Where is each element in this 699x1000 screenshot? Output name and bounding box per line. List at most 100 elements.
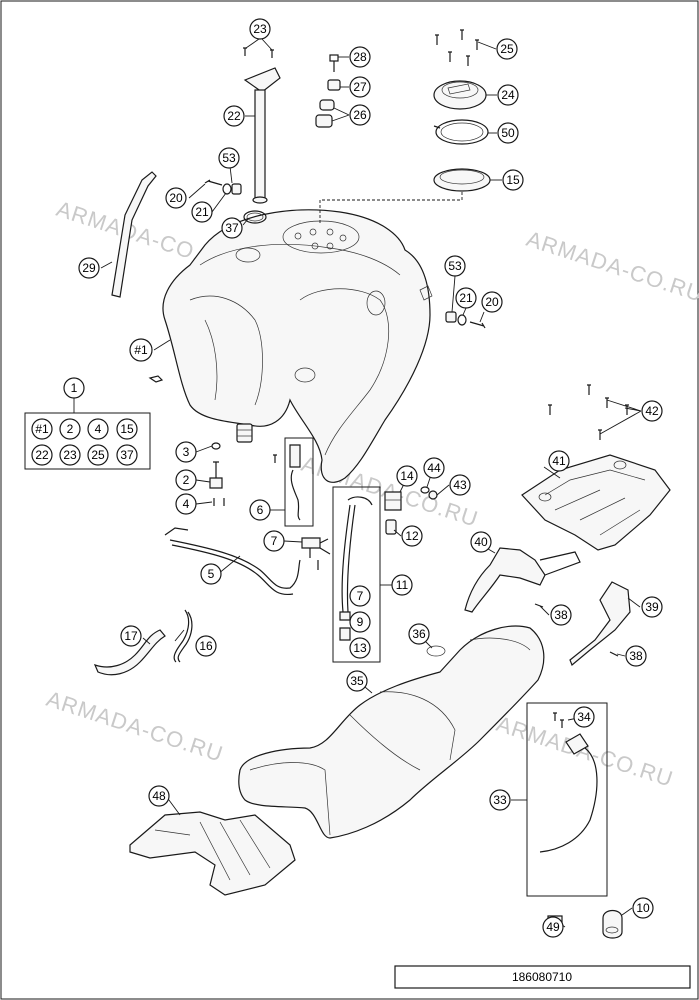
small-bolt — [273, 454, 277, 463]
callout-24-label: 24 — [501, 88, 515, 102]
kit-item: 25 — [87, 444, 109, 466]
o-ring-37 — [243, 210, 267, 224]
callout-2-label: 2 — [183, 473, 190, 487]
callout-42: 42 — [641, 400, 663, 422]
callout-43-label: 43 — [453, 478, 467, 492]
callout-4-label: 4 — [183, 497, 190, 511]
screw-38-a — [534, 603, 544, 608]
handle-40 — [464, 547, 581, 613]
drawing-number-box: 186080710 — [394, 965, 691, 989]
callout-21-right-label: 21 — [459, 291, 473, 305]
callout-21-left: 21 — [191, 201, 213, 223]
kit-item: 2 — [59, 418, 81, 440]
callout-49-label: 49 — [546, 920, 560, 934]
callout-27-label: 27 — [353, 80, 367, 94]
callout-27: 27 — [349, 76, 371, 98]
callout-4: 4 — [175, 493, 197, 515]
callout-36: 36 — [408, 623, 430, 645]
callout-22: 22 — [223, 105, 245, 127]
callout-15: 15 — [502, 169, 524, 191]
screw-28 — [329, 54, 339, 72]
callout-10-label: 10 — [636, 901, 650, 915]
luggage-carrier — [521, 454, 671, 551]
watermark-2: ARMADA-CO.RU — [523, 226, 699, 307]
hose-17 — [93, 629, 166, 676]
callout-3: 3 — [175, 441, 197, 463]
callout-34-label: 34 — [577, 710, 591, 724]
kit-item: 23 — [59, 444, 81, 466]
kit-item-label: 4 — [95, 422, 102, 436]
callout-7-b-label: 7 — [357, 589, 364, 603]
kit-item-label: #1 — [35, 422, 49, 436]
filler-neck — [243, 67, 281, 204]
callout-21-left-label: 21 — [195, 205, 209, 219]
seat-pad-48 — [129, 811, 296, 896]
callout-10: 10 — [632, 897, 654, 919]
seat-lock-cable — [539, 712, 598, 853]
callout-33-label: 33 — [493, 793, 507, 807]
rubber-26 — [315, 99, 335, 128]
callout-40-label: 40 — [474, 535, 488, 549]
callout-16-label: 16 — [199, 639, 213, 653]
washer-44 — [420, 486, 430, 494]
callout-20-left: 20 — [165, 187, 187, 209]
callout-28: 28 — [349, 46, 371, 68]
hose-11 — [339, 496, 373, 641]
hose-16 — [173, 609, 193, 663]
callout-11-label: 11 — [396, 578, 409, 592]
callout-39: 39 — [641, 596, 663, 618]
callout-39-label: 39 — [645, 600, 659, 614]
callout-50: 50 — [497, 122, 519, 144]
callout-tank: #1 — [129, 338, 153, 362]
hose-6 — [289, 444, 301, 521]
callout-43: 43 — [449, 474, 471, 496]
kit-item: #1 — [31, 418, 53, 440]
drawing-number: 186080710 — [512, 970, 572, 984]
oring-3 — [211, 442, 221, 450]
seat — [238, 625, 545, 839]
kit-table-bubbles: #1 2 4 15 22 23 25 37 — [31, 418, 138, 466]
callout-3-label: 3 — [183, 445, 190, 459]
callout-5-label: 5 — [208, 567, 215, 581]
callout-41-label: 41 — [552, 454, 566, 468]
callout-tank-label: #1 — [134, 343, 148, 357]
bolt-20-right — [469, 321, 486, 329]
protective-hose-29 — [111, 171, 157, 298]
callout-14-label: 14 — [400, 469, 414, 483]
fuel-cap — [433, 80, 487, 110]
kit-item-label: 37 — [120, 448, 134, 462]
kit-item: 4 — [87, 418, 109, 440]
callout-48: 48 — [148, 785, 170, 807]
valve-7 — [301, 537, 331, 570]
washer-21-right — [457, 314, 467, 326]
callout-40: 40 — [470, 531, 492, 553]
callout-38-b-label: 38 — [629, 649, 643, 663]
gasket-50 — [433, 119, 489, 145]
callout-20-left-label: 20 — [169, 191, 183, 205]
hose-5 — [164, 527, 301, 596]
clamp-14 — [384, 491, 402, 511]
callout-12-label: 12 — [405, 529, 419, 543]
callout-23: 23 — [249, 18, 271, 40]
callout-26: 26 — [349, 104, 371, 126]
bolts-42 — [548, 384, 629, 440]
tank-rubber-pad — [236, 423, 253, 443]
callout-50-label: 50 — [501, 126, 515, 140]
callout-35: 35 — [346, 670, 368, 692]
callout-29-label: 29 — [82, 261, 96, 275]
watermark-4: ARMADA-CO.RU — [43, 686, 226, 767]
callout-25: 25 — [496, 38, 518, 60]
callout-7-b: 7 — [349, 585, 371, 607]
callout-9: 9 — [349, 611, 371, 633]
callouts: 23 28 27 26 25 24 50 15 22 53 20 21 37 2… — [63, 18, 663, 938]
callout-33: 33 — [489, 789, 511, 811]
callout-15-label: 15 — [506, 173, 520, 187]
spacer-12 — [385, 519, 397, 535]
callout-38-b: 38 — [625, 645, 647, 667]
kit-item-label: 25 — [91, 448, 105, 462]
callout-2: 2 — [175, 469, 197, 491]
callout-38-a-label: 38 — [554, 608, 568, 622]
callout-20-right-label: 20 — [485, 295, 499, 309]
